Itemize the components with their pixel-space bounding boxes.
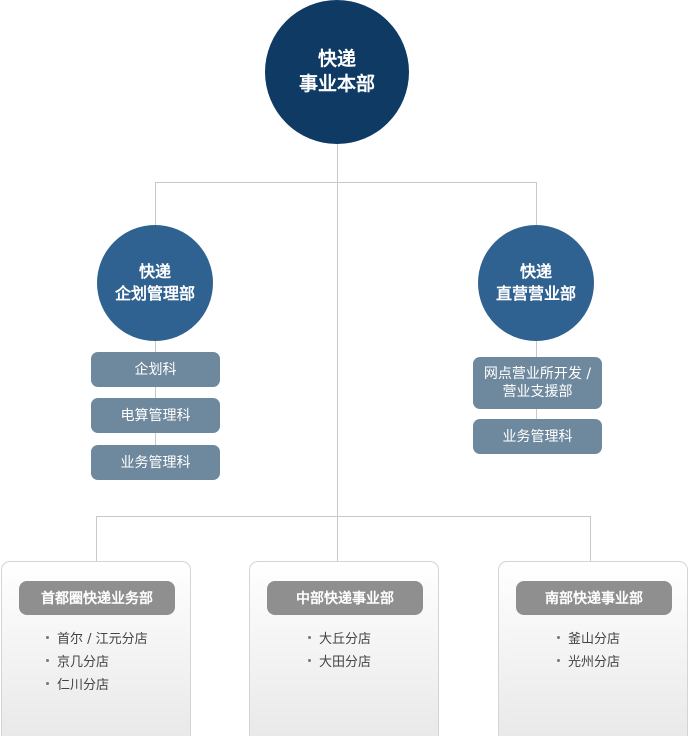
left-unit-2: 电算管理科 <box>91 398 220 433</box>
left-node-circle: 快递 企划管理部 <box>97 225 213 341</box>
bullet-icon <box>46 659 49 662</box>
branch-item: 仁川分店 <box>46 674 148 697</box>
right-unit-2: 业务管理科 <box>473 419 602 454</box>
left-node-line2: 企划管理部 <box>114 284 195 303</box>
bullet-icon <box>308 636 311 639</box>
right-unit-1-line2: 营业支援部 <box>502 384 573 400</box>
branch-item: 京几分店 <box>46 651 148 674</box>
branch-item: 大田分店 <box>308 651 371 674</box>
bullet-icon <box>46 636 49 639</box>
bullet-icon <box>557 636 560 639</box>
bullet-icon <box>308 659 311 662</box>
branch-item: 首尔 / 江元分店 <box>46 628 148 651</box>
bullet-icon <box>557 659 560 662</box>
region-1-branch-list: 首尔 / 江元分店 京几分店 仁川分店 <box>46 628 148 697</box>
left-unit-1: 企划科 <box>91 352 220 387</box>
right-unit-1: 网点营业所开发 / 营业支援部 <box>473 357 602 409</box>
top-node-circle: 快递 事业本部 <box>265 0 409 144</box>
bullet-icon <box>46 682 49 685</box>
right-node-line1: 快递 <box>519 262 552 281</box>
right-node-line2: 直营营业部 <box>495 284 576 303</box>
region-box-2: 中部快递事业部 大丘分店 大田分店 <box>249 561 439 736</box>
left-unit-3: 业务管理科 <box>91 445 220 480</box>
region-3-branch-list: 釜山分店 光州分店 <box>557 628 620 674</box>
region-1-title: 首都圈快递业务部 <box>19 581 175 615</box>
top-node-line1: 快递 <box>317 48 356 70</box>
branch-item: 光州分店 <box>557 651 620 674</box>
left-node-line1: 快递 <box>138 262 171 281</box>
right-unit-1-line1: 网点营业所开发 / <box>483 366 592 382</box>
region-2-title: 中部快递事业部 <box>267 581 423 615</box>
right-node-circle: 快递 直营营业部 <box>478 225 594 341</box>
region-2-branch-list: 大丘分店 大田分店 <box>308 628 371 674</box>
branch-item: 大丘分店 <box>308 628 371 651</box>
region-3-title: 南部快递事业部 <box>516 581 672 615</box>
region-box-3: 南部快递事业部 釜山分店 光州分店 <box>498 561 688 736</box>
branch-item: 釜山分店 <box>557 628 620 651</box>
top-node-line2: 事业本部 <box>298 73 375 95</box>
region-box-1: 首都圈快递业务部 首尔 / 江元分店 京几分店 仁川分店 <box>1 561 191 736</box>
